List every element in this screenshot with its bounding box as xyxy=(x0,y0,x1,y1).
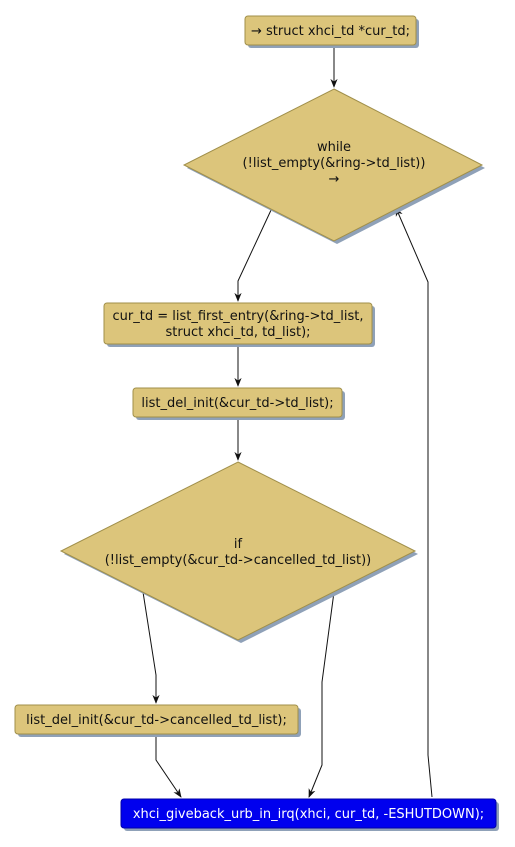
node-start-line-1: → struct xhci_td *cur_td; xyxy=(251,24,410,39)
edge-giveback-loop-to-while xyxy=(395,207,433,798)
edge-while-to-first-entry xyxy=(234,207,273,302)
node-while-loop-line-3: → xyxy=(329,172,340,187)
node-while-loop: while (!list_empty(&ring->td_list)) → xyxy=(182,88,485,244)
edge-del-cancelled-to-giveback xyxy=(155,736,182,798)
node-first-entry-line-2: struct xhci_td, td_list); xyxy=(165,325,310,340)
node-if-cancelled-diamond xyxy=(59,461,417,641)
node-while-loop-diamond xyxy=(182,88,484,242)
edge-if-to-del-cancelled xyxy=(142,591,160,704)
node-del-cancelled: list_del_init(&cur_td->cancelled_td_list… xyxy=(14,704,301,737)
node-del-init: list_del_init(&cur_td->td_list); xyxy=(132,387,345,420)
node-start: → struct xhci_td *cur_td; xyxy=(244,15,419,48)
node-giveback-line-1: xhci_giveback_urb_in_irq(xhci, cur_td, -… xyxy=(133,807,484,822)
edges xyxy=(142,46,433,798)
node-first-entry-line-1: cur_td = list_first_entry(&ring->td_list… xyxy=(113,309,364,324)
node-first-entry-box xyxy=(103,302,373,345)
node-start-box xyxy=(244,15,417,46)
node-giveback: xhci_giveback_urb_in_irq(xhci, cur_td, -… xyxy=(120,798,499,831)
node-giveback-box xyxy=(120,798,497,829)
node-if-cancelled-line-1: if xyxy=(234,537,243,552)
node-del-init-line-1: list_del_init(&cur_td->td_list); xyxy=(141,396,333,411)
node-while-loop-line-2: (!list_empty(&ring->td_list)) xyxy=(243,156,426,171)
node-del-init-box xyxy=(132,387,343,418)
node-if-cancelled-line-2: (!list_empty(&cur_td->cancelled_td_list)… xyxy=(105,553,372,568)
node-del-cancelled-line-1: list_del_init(&cur_td->cancelled_td_list… xyxy=(26,713,287,728)
node-del-cancelled-box xyxy=(14,704,299,735)
node-if-cancelled: if (!list_empty(&cur_td->cancelled_td_li… xyxy=(59,461,418,643)
node-while-loop-line-1: while xyxy=(317,140,351,155)
edge-if-to-giveback xyxy=(308,591,335,798)
node-first-entry: cur_td = list_first_entry(&ring->td_list… xyxy=(103,302,375,347)
